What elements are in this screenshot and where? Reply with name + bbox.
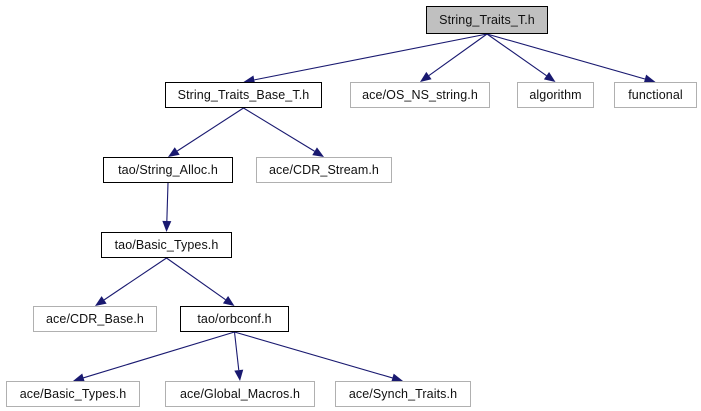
arrowhead-string_traits_base_t-to-ace_cdr_stream [312,147,324,157]
node-tao_basic_types[interactable]: tao/Basic_Types.h [101,232,232,258]
arrowhead-string_traits_base_t-to-tao_string_alloc [168,147,180,157]
arrowhead-tao_orbconf-to-ace_global_macros [234,369,244,381]
edge-string_traits_t-to-string_traits_base_t [254,33,488,81]
node-label: String_Traits_T.h [439,12,535,27]
edge-string_traits_t-to-functional [486,33,646,80]
node-label: ace/Synch_Traits.h [348,386,458,401]
node-ace_os_ns_string[interactable]: ace/OS_NS_string.h [350,82,490,108]
node-label: tao/orbconf.h [197,311,272,326]
node-label: tao/Basic_Types.h [114,237,219,252]
node-ace_basic_types[interactable]: ace/Basic_Types.h [6,381,140,407]
edge-string_traits_base_t-to-tao_string_alloc [176,107,244,152]
arrowhead-string_traits_t-to-ace_os_ns_string [420,71,432,82]
edge-tao_orbconf-to-ace_basic_types [83,331,235,379]
node-label: ace/OS_NS_string.h [362,87,478,102]
edge-tao_orbconf-to-ace_synch_traits [234,331,393,379]
edge-tao_basic_types-to-tao_orbconf [166,257,226,301]
arrowhead-tao_string_alloc-to-tao_basic_types [162,220,172,232]
node-label: ace/Global_Macros.h [179,386,300,401]
node-ace_cdr_base[interactable]: ace/CDR_Base.h [33,306,157,332]
arrowhead-tao_basic_types-to-ace_cdr_base [95,296,107,306]
node-label: ace/Basic_Types.h [19,386,127,401]
node-tao_string_alloc[interactable]: tao/String_Alloc.h [103,157,233,183]
node-ace_cdr_stream[interactable]: ace/CDR_Stream.h [256,157,392,183]
node-string_traits_base_t[interactable]: String_Traits_Base_T.h [165,82,322,108]
node-label: ace/CDR_Base.h [46,311,144,326]
edge-tao_orbconf-to-ace_global_macros [233,331,240,371]
node-algorithm[interactable]: algorithm [517,82,594,108]
edge-string_traits_base_t-to-ace_cdr_stream [243,107,315,152]
node-label: tao/String_Alloc.h [118,162,218,177]
edge-tao_basic_types-to-ace_cdr_base [103,257,167,301]
node-label: algorithm [529,87,582,102]
edge-string_traits_t-to-algorithm [486,33,547,77]
node-tao_orbconf[interactable]: tao/orbconf.h [180,306,289,332]
edge-tao_string_alloc-to-tao_basic_types [166,182,169,222]
node-ace_synch_traits[interactable]: ace/Synch_Traits.h [335,381,471,407]
node-label: functional [628,87,683,102]
arrowhead-tao_basic_types-to-tao_orbconf [222,295,235,306]
node-label: String_Traits_Base_T.h [177,87,310,102]
node-functional[interactable]: functional [614,82,697,108]
edge-string_traits_t-to-ace_os_ns_string [428,33,488,77]
node-string_traits_t[interactable]: String_Traits_T.h [426,6,548,34]
node-label: ace/CDR_Stream.h [269,162,379,177]
node-ace_global_macros[interactable]: ace/Global_Macros.h [165,381,315,407]
arrowhead-string_traits_t-to-algorithm [543,72,556,82]
